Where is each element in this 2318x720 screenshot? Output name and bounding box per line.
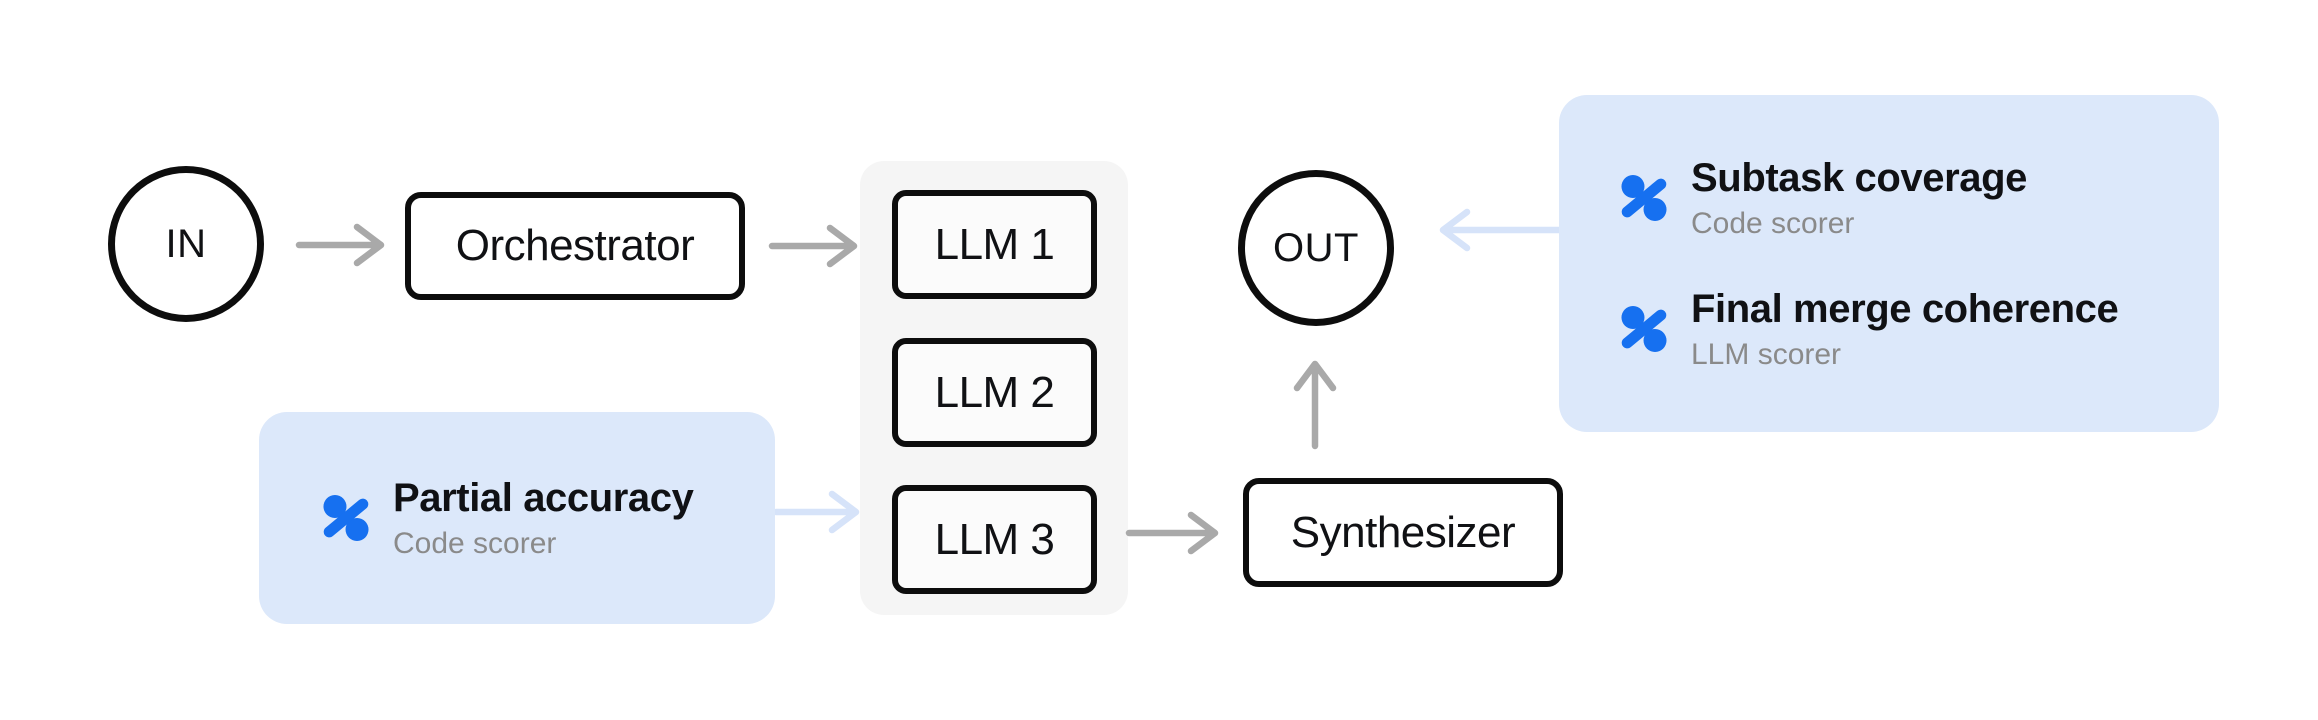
in-node-label: IN: [165, 222, 207, 266]
scorer-subtitle: Code scorer: [1691, 206, 1855, 240]
llm3-node: LLM 3: [892, 485, 1097, 594]
scorer-text: Final merge coherence LLM scorer: [1691, 286, 2119, 373]
arrow-scorers-to-out: [1439, 208, 1563, 252]
llm2-node: LLM 2: [892, 338, 1097, 447]
synthesizer-node: Synthesizer: [1243, 478, 1563, 587]
final-merge-coherence-entry: Final merge coherence LLM scorer: [1621, 286, 2219, 373]
scorer-subtitle: LLM scorer: [1691, 337, 1842, 371]
llm3-node-label: LLM 3: [934, 514, 1055, 564]
arrow-synthesizer-to-out: [1293, 360, 1337, 450]
in-node: IN: [108, 166, 264, 322]
partial-accuracy-callout: Partial accuracy Code scorer: [259, 412, 775, 624]
percent-scorer-icon: [1621, 306, 1667, 352]
orchestrator-node-label: Orchestrator: [455, 221, 695, 270]
output-scorers-callout: Subtask coverage Code scorer Final merge…: [1559, 95, 2219, 432]
arrow-partial-accuracy-to-llm3: [772, 490, 860, 534]
arrow-llm3-to-synthesizer: [1125, 511, 1219, 555]
arrow-in-to-orchestrator: [295, 223, 385, 267]
percent-scorer-icon: [1621, 175, 1667, 221]
scorer-text: Partial accuracy Code scorer: [393, 475, 694, 562]
out-node: OUT: [1238, 170, 1394, 326]
synthesizer-node-label: Synthesizer: [1290, 507, 1516, 557]
percent-scorer-icon: [323, 495, 369, 541]
llm1-node: LLM 1: [892, 190, 1097, 299]
scorer-title: Partial accuracy: [393, 475, 694, 520]
orchestrator-node: Orchestrator: [405, 192, 745, 300]
scorer-subtitle: Code scorer: [393, 526, 557, 560]
arrow-orchestrator-to-llms: [768, 224, 858, 268]
llm2-node-label: LLM 2: [934, 367, 1055, 417]
scorer-text: Subtask coverage Code scorer: [1691, 155, 2027, 242]
partial-accuracy-entry: Partial accuracy Code scorer: [323, 475, 775, 562]
subtask-coverage-entry: Subtask coverage Code scorer: [1621, 155, 2219, 242]
llm1-node-label: LLM 1: [934, 219, 1055, 269]
scorer-title: Subtask coverage: [1691, 155, 2027, 200]
out-node-label: OUT: [1273, 226, 1359, 270]
scorer-title: Final merge coherence: [1691, 286, 2119, 331]
